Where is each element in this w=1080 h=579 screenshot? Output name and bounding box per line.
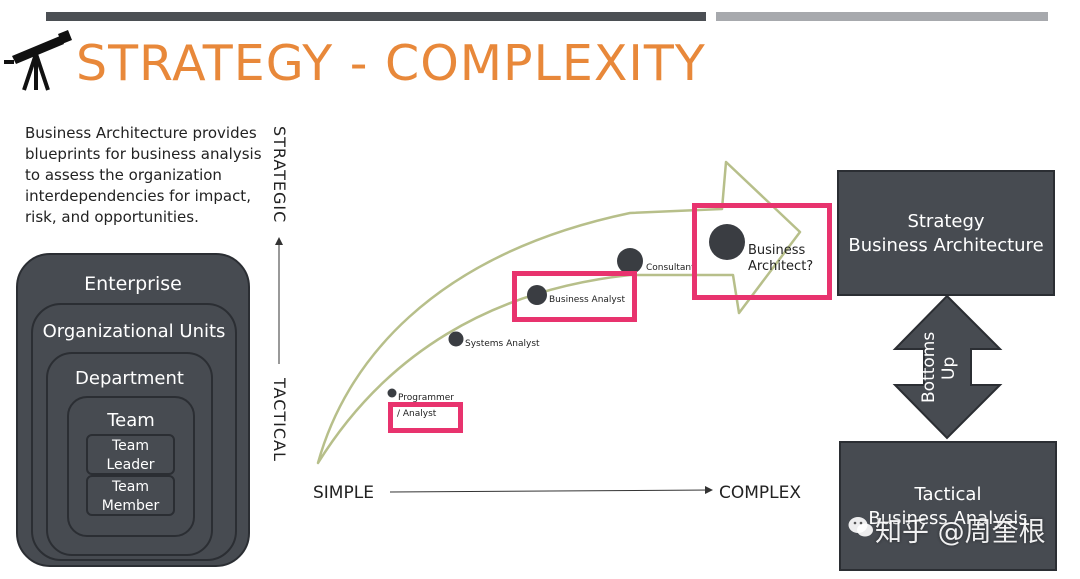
business-architect-highlight [692,203,832,300]
programmer-dot [387,388,397,398]
business-analyst-dot [527,285,547,305]
growth-arrow [316,160,802,465]
watermark: 知乎 @周奎根 [875,517,1046,548]
team-leader-box: Team Leader [86,434,175,475]
business-architecture-label: Business Architecture [848,235,1044,256]
business-architect-label: Business Architect? [748,243,814,274]
enterprise-label: Enterprise [84,273,182,295]
business-analysis-label: Business Analysis [868,508,1028,529]
strategy-label: Strategy [907,211,985,232]
strategic-axis-label: STRATEGIC [270,126,289,224]
strategy-business-architecture-box: Strategy Business Architecture [837,170,1055,296]
business-analyst-label: Business Analyst [549,295,625,305]
team-member-box: Team Member [86,475,175,516]
bottoms-up-double-arrow [892,294,1003,440]
header-bar-dark [46,12,706,21]
tactical-business-analysis-box: Tactical Business Analysis [839,441,1057,571]
header-bar-light [716,12,1048,21]
telescope-icon [4,30,72,91]
intro-paragraph: Business Architecture provides blueprint… [25,124,262,226]
bottoms-up-label: Bottoms Up [919,331,959,403]
programmer-highlight [388,402,463,433]
horizontal-axis [389,486,713,495]
organizational-units-label: Organizational Units [42,321,226,342]
business-architect-dot [709,224,745,260]
programmer-label: Programmer [398,393,454,403]
page-title: STRATEGY - COMPLEXITY [76,35,706,92]
systems-analyst-label: Systems Analyst [465,339,540,349]
business-analyst-highlight [512,271,637,322]
simple-axis-label: SIMPLE [313,483,374,503]
team-label: Team [107,410,155,431]
analyst-label: / Analyst [397,409,437,419]
department-label: Department [75,368,184,389]
tactical-axis-label: TACTICAL [270,378,289,462]
complex-axis-label: COMPLEX [719,483,802,503]
systems-analyst-dot [448,331,464,347]
tactical-label: Tactical [914,484,982,505]
wechat-icon [848,517,873,537]
consultant-label: Consultant [646,263,695,273]
consultant-dot [617,248,643,274]
